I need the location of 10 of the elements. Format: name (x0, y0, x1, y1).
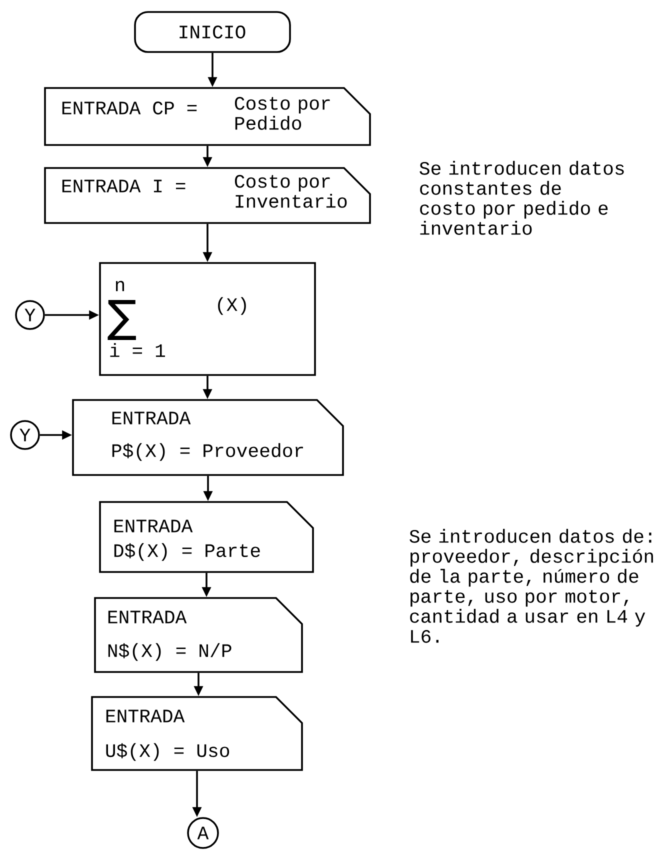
input-box: ENTRADA I = Costo por Inventario (44, 167, 371, 224)
note-text: Se introducen datos constantes de costo por pedido e inventario (420, 160, 624, 235)
input-box: ENTRADA N$(X) = N/P (94, 597, 303, 673)
note-text: Se introducen datos de: proveedor, descripción de la parte, número de parte, uso por motor, cantidad a usar en L4 y L6. (410, 528, 653, 643)
input-box: ENTRADA U$(X) = Uso (91, 696, 303, 771)
input-box: ENTRADA D$(X) = Parte (99, 501, 314, 573)
terminal-box: INICIO (134, 11, 291, 53)
input-box: ENTRADA P$(X) = Proveedor (72, 399, 344, 476)
input-box: ENTRADA CP = Costo por Pedido (44, 87, 371, 146)
process-box: n ∑ (X) i = 1 (99, 262, 316, 376)
